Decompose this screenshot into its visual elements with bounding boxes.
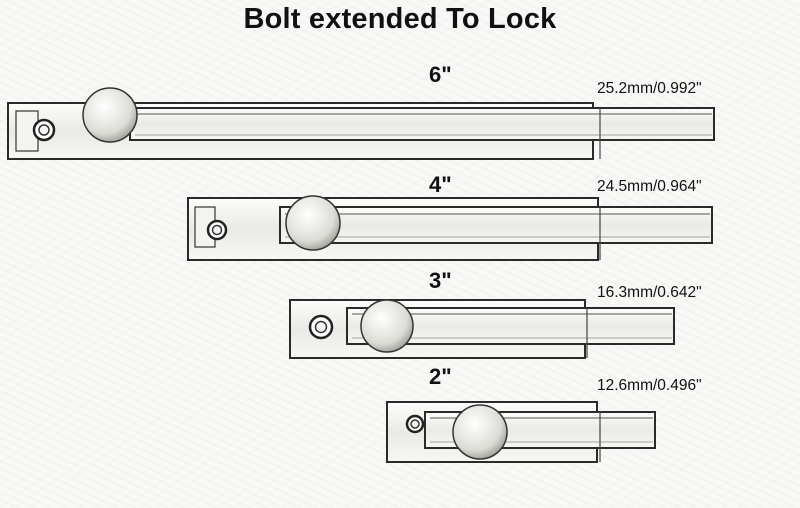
size-label-6in: 6": [429, 62, 452, 87]
barrel-bolt-6in: [7, 87, 715, 160]
measurement-label-3in: 16.3mm/0.642": [597, 284, 702, 301]
size-label-4in: 4": [429, 172, 452, 197]
measurement-label-6in: 25.2mm/0.992": [597, 80, 702, 97]
measurement-label-2in: 12.6mm/0.496": [597, 377, 702, 394]
barrel-bolt-4in: [187, 195, 713, 261]
size-label-3in: 3": [429, 268, 452, 293]
measurement-label-4in: 24.5mm/0.964": [597, 178, 702, 195]
barrel-bolt-2in: [386, 401, 656, 463]
page-title: Bolt extended To Lock: [243, 3, 557, 35]
barrel-bolt-3in: [289, 299, 675, 359]
size-label-2in: 2": [429, 364, 452, 389]
